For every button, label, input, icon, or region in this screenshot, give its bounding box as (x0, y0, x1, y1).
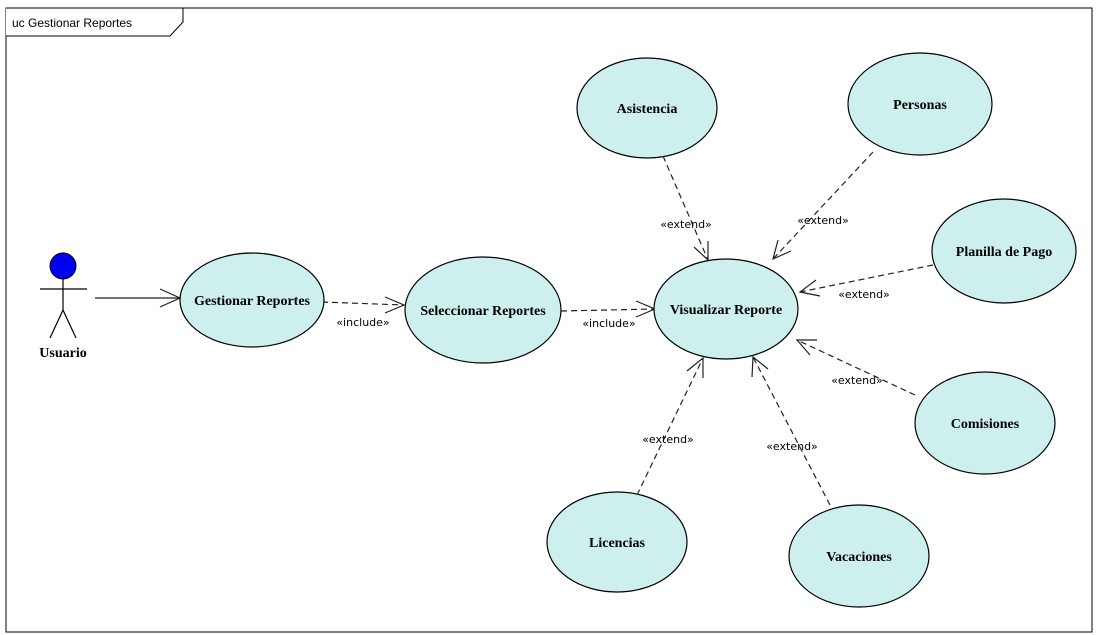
frame-title: uc Gestionar Reportes (12, 16, 132, 30)
use-case-ellipse (653, 258, 799, 360)
use-case-ellipse (847, 52, 993, 156)
use-case-visualizar-reporte[interactable]: Visualizar Reporte (653, 258, 799, 360)
use-case-ellipse (179, 252, 325, 348)
use-case-ellipse (931, 198, 1077, 304)
use-case-gestionar-reportes[interactable]: Gestionar Reportes (179, 252, 325, 348)
include-arrowhead-1 (384, 296, 406, 314)
extend-label-planilla: «extend» (838, 288, 890, 301)
use-case-vacaciones[interactable]: Vacaciones (788, 504, 930, 608)
extend-label-personas: «extend» (797, 214, 849, 227)
frame-title-tab (6, 7, 184, 37)
use-case-label: Gestionar Reportes (194, 294, 311, 309)
actor-head (49, 252, 77, 280)
actor-left-leg (49, 309, 64, 339)
include-label-2: «include» (582, 317, 635, 330)
extend-label-vacaciones: «extend» (766, 440, 818, 453)
use-case-label: Asistencia (617, 102, 678, 117)
use-case-label: Vacaciones (826, 550, 892, 565)
actor-usuario[interactable]: Usuario (39, 252, 87, 361)
use-case-ellipse (914, 371, 1056, 475)
use-case-label: Planilla de Pago (956, 245, 1052, 260)
use-case-label: Licencias (589, 536, 646, 551)
use-case-ellipse (788, 504, 930, 608)
extend-arrowhead-licencias (686, 356, 704, 378)
use-case-comisiones[interactable]: Comisiones (914, 371, 1056, 475)
extend-label-licencias: «extend» (642, 433, 694, 446)
extend-line-asistencia (662, 155, 709, 261)
use-case-ellipse (576, 57, 718, 159)
extend-line-comisiones (796, 339, 916, 396)
extend-label-asistencia: «extend» (660, 218, 712, 231)
use-case-label: Personas (893, 98, 947, 113)
extend-line-licencias (636, 357, 704, 496)
extend-line-personas (772, 151, 874, 260)
use-case-label: Seleccionar Reportes (420, 304, 546, 319)
actor-label: Usuario (39, 346, 86, 361)
include-label-1: «include» (336, 316, 389, 329)
use-case-asistencia[interactable]: Asistencia (576, 57, 718, 159)
use-case-planilla-de-pago[interactable]: Planilla de Pago (931, 198, 1077, 304)
extend-arrowhead-personas (772, 239, 792, 261)
extend-line-planilla (799, 264, 934, 293)
extend-line-vacaciones (752, 356, 831, 506)
extend-arrowhead-planilla (798, 279, 821, 297)
extend-arrowhead-vacaciones (751, 355, 769, 378)
use-case-seleccionar-reportes[interactable]: Seleccionar Reportes (404, 256, 562, 364)
use-case-label: Visualizar Reporte (670, 303, 782, 318)
include-line-1 (321, 301, 405, 306)
use-case-licencias[interactable]: Licencias (546, 491, 688, 593)
use-case-ellipse (546, 491, 688, 593)
use-case-personas[interactable]: Personas (847, 52, 993, 156)
use-case-ellipse (404, 256, 562, 364)
extend-arrowhead-comisiones (795, 339, 817, 356)
use-case-label: Comisiones (951, 417, 1020, 432)
actor-right-leg (62, 309, 77, 339)
extend-label-comisiones: «extend» (831, 374, 883, 387)
diagram-frame (5, 7, 1093, 633)
include-line-2 (560, 308, 656, 312)
